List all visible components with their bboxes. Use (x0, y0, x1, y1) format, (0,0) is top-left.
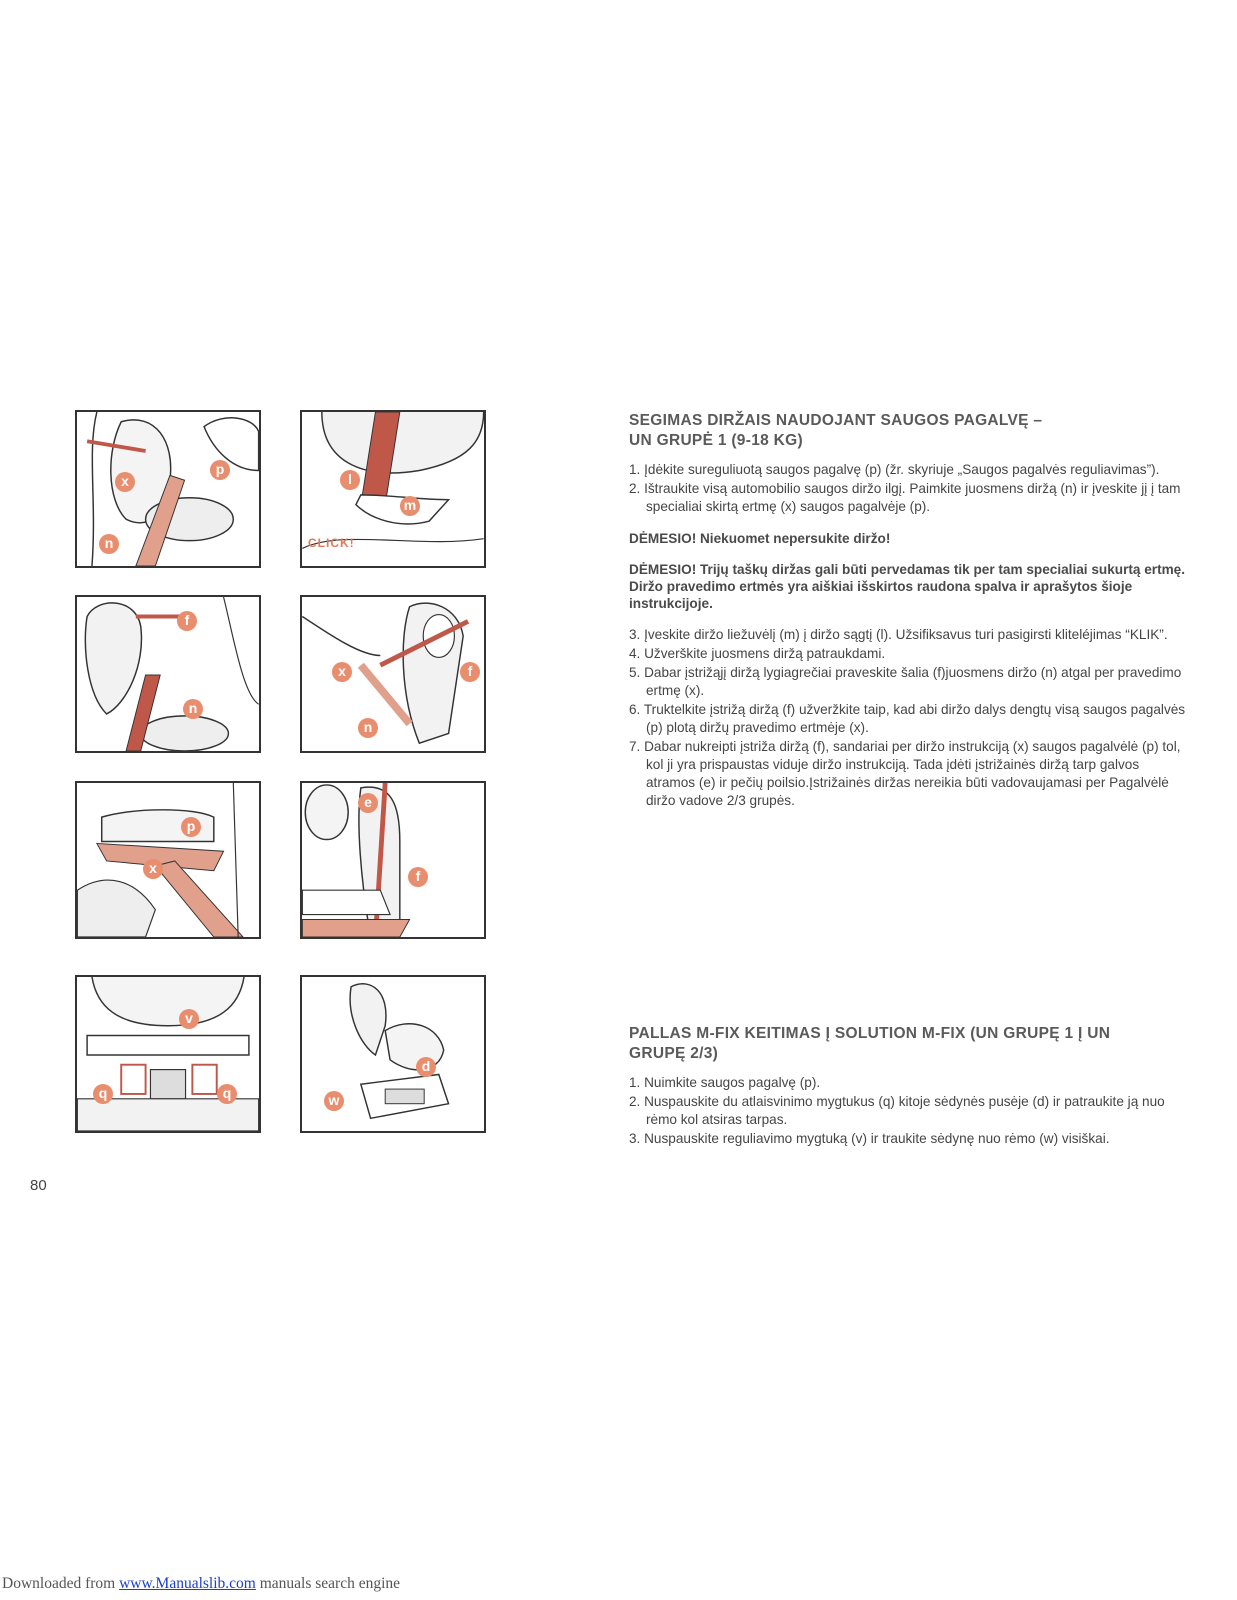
label-badge-n: n (99, 534, 119, 554)
steps-list: 3. Įveskite diržo liežuvėlį (m) į diržo … (629, 626, 1189, 810)
steps-list: 1. Įdėkite sureguliuotą saugos pagalvę (… (629, 461, 1189, 516)
section-belt-installation: SEGIMAS DIRŽAIS NAUDOJANT SAUGOS PAGALVĘ… (629, 411, 1189, 811)
illustration-panel-8: d w (300, 975, 486, 1133)
label-badge-d: d (416, 1057, 436, 1077)
label-badge-f: f (460, 662, 480, 682)
label-badge-q-right: q (217, 1084, 237, 1104)
warning-text: DĖMESIO! Niekuomet nepersukite diržo! (629, 531, 891, 546)
manualslib-link[interactable]: www.Manualslib.com (119, 1575, 256, 1592)
section-conversion: PALLAS M-FIX KEITIMAS Į SOLUTION M-FIX (… (629, 1024, 1189, 1149)
heading-line-1: SEGIMAS DIRŽAIS NAUDOJANT SAUGOS PAGALVĘ… (629, 412, 1043, 429)
illustration-panel-3: f n (75, 595, 261, 753)
label-badge-n: n (358, 718, 378, 738)
section-heading: SEGIMAS DIRŽAIS NAUDOJANT SAUGOS PAGALVĘ… (629, 411, 1189, 451)
footer-suffix: manuals search engine (255, 1575, 401, 1592)
section-heading: PALLAS M-FIX KEITIMAS Į SOLUTION M-FIX (… (629, 1024, 1189, 1064)
label-badge-f: f (408, 867, 428, 887)
steps-list: 1. Nuimkite saugos pagalvę (p). 2. Nuspa… (629, 1074, 1189, 1148)
click-label: CLICK! (308, 536, 355, 550)
label-badge-w: w (324, 1091, 344, 1111)
illustration-panel-5: p x (75, 781, 261, 939)
illustration-panel-4: x f n (300, 595, 486, 753)
label-badge-l: l (340, 470, 360, 490)
illustration-drawing (84, 597, 259, 751)
label-badge-f: f (177, 611, 197, 631)
illustration-panel-2: l m CLICK! (300, 410, 486, 568)
label-badge-p: p (181, 817, 201, 837)
step-item: 4. Užverškite juosmens diržą patraukdami… (629, 646, 886, 661)
illustration-panel-6: e f (300, 781, 486, 939)
label-badge-v: v (179, 1009, 199, 1029)
step-item: 3. Nuspauskite reguliavimo mygtuką (v) i… (629, 1131, 1110, 1146)
illustration-drawing (302, 783, 411, 937)
step-item: 6. Truktelkite įstrižą diržą (f) užveržk… (629, 702, 1186, 735)
illustration-drawing (77, 977, 259, 1131)
download-footer: Downloaded from www.Manualslib.com manua… (2, 1575, 400, 1593)
step-item: 2. Nuspauskite du atlaisvinimo mygtukus … (629, 1094, 1165, 1127)
step-item: 5. Dabar įstrižąjį diržą lygiagrečiai pr… (629, 665, 1182, 698)
illustration-drawing (86, 412, 259, 566)
illustration-drawing (77, 783, 244, 937)
label-badge-e: e (358, 793, 378, 813)
label-badge-x: x (115, 472, 135, 492)
illustration-drawing (302, 412, 484, 549)
illustration-panel-1: x p n (75, 410, 261, 568)
label-badge-p: p (210, 460, 230, 480)
step-item: 1. Įdėkite sureguliuotą saugos pagalvę (… (629, 462, 1160, 477)
heading-line-1: PALLAS M-FIX KEITIMAS Į SOLUTION M-FIX (… (629, 1025, 1111, 1042)
label-badge-m: m (400, 496, 420, 516)
page-number: 80 (30, 1177, 47, 1194)
heading-line-2: UN GRUPĖ 1 (9-18 KG) (629, 432, 803, 449)
label-badge-x: x (143, 859, 163, 879)
step-item: 2. Ištraukite visą automobilio saugos di… (629, 481, 1181, 514)
warning-text: DĖMESIO! Trijų taškų diržas gali būti pe… (629, 562, 1186, 611)
step-item: 1. Nuimkite saugos pagalvę (p). (629, 1075, 821, 1090)
step-item: 7. Dabar nukreipti įstriža diržą (f), sa… (629, 739, 1181, 808)
footer-prefix: Downloaded from (2, 1575, 120, 1592)
label-badge-n: n (183, 699, 203, 719)
heading-line-2: GRUPĘ 2/3) (629, 1045, 719, 1062)
label-badge-x: x (332, 662, 352, 682)
illustration-panel-7: v q q (75, 975, 261, 1133)
label-badge-q-left: q (93, 1084, 113, 1104)
illustration-drawing (302, 602, 470, 745)
step-item: 3. Įveskite diržo liežuvėlį (m) į diržo … (629, 627, 1168, 642)
